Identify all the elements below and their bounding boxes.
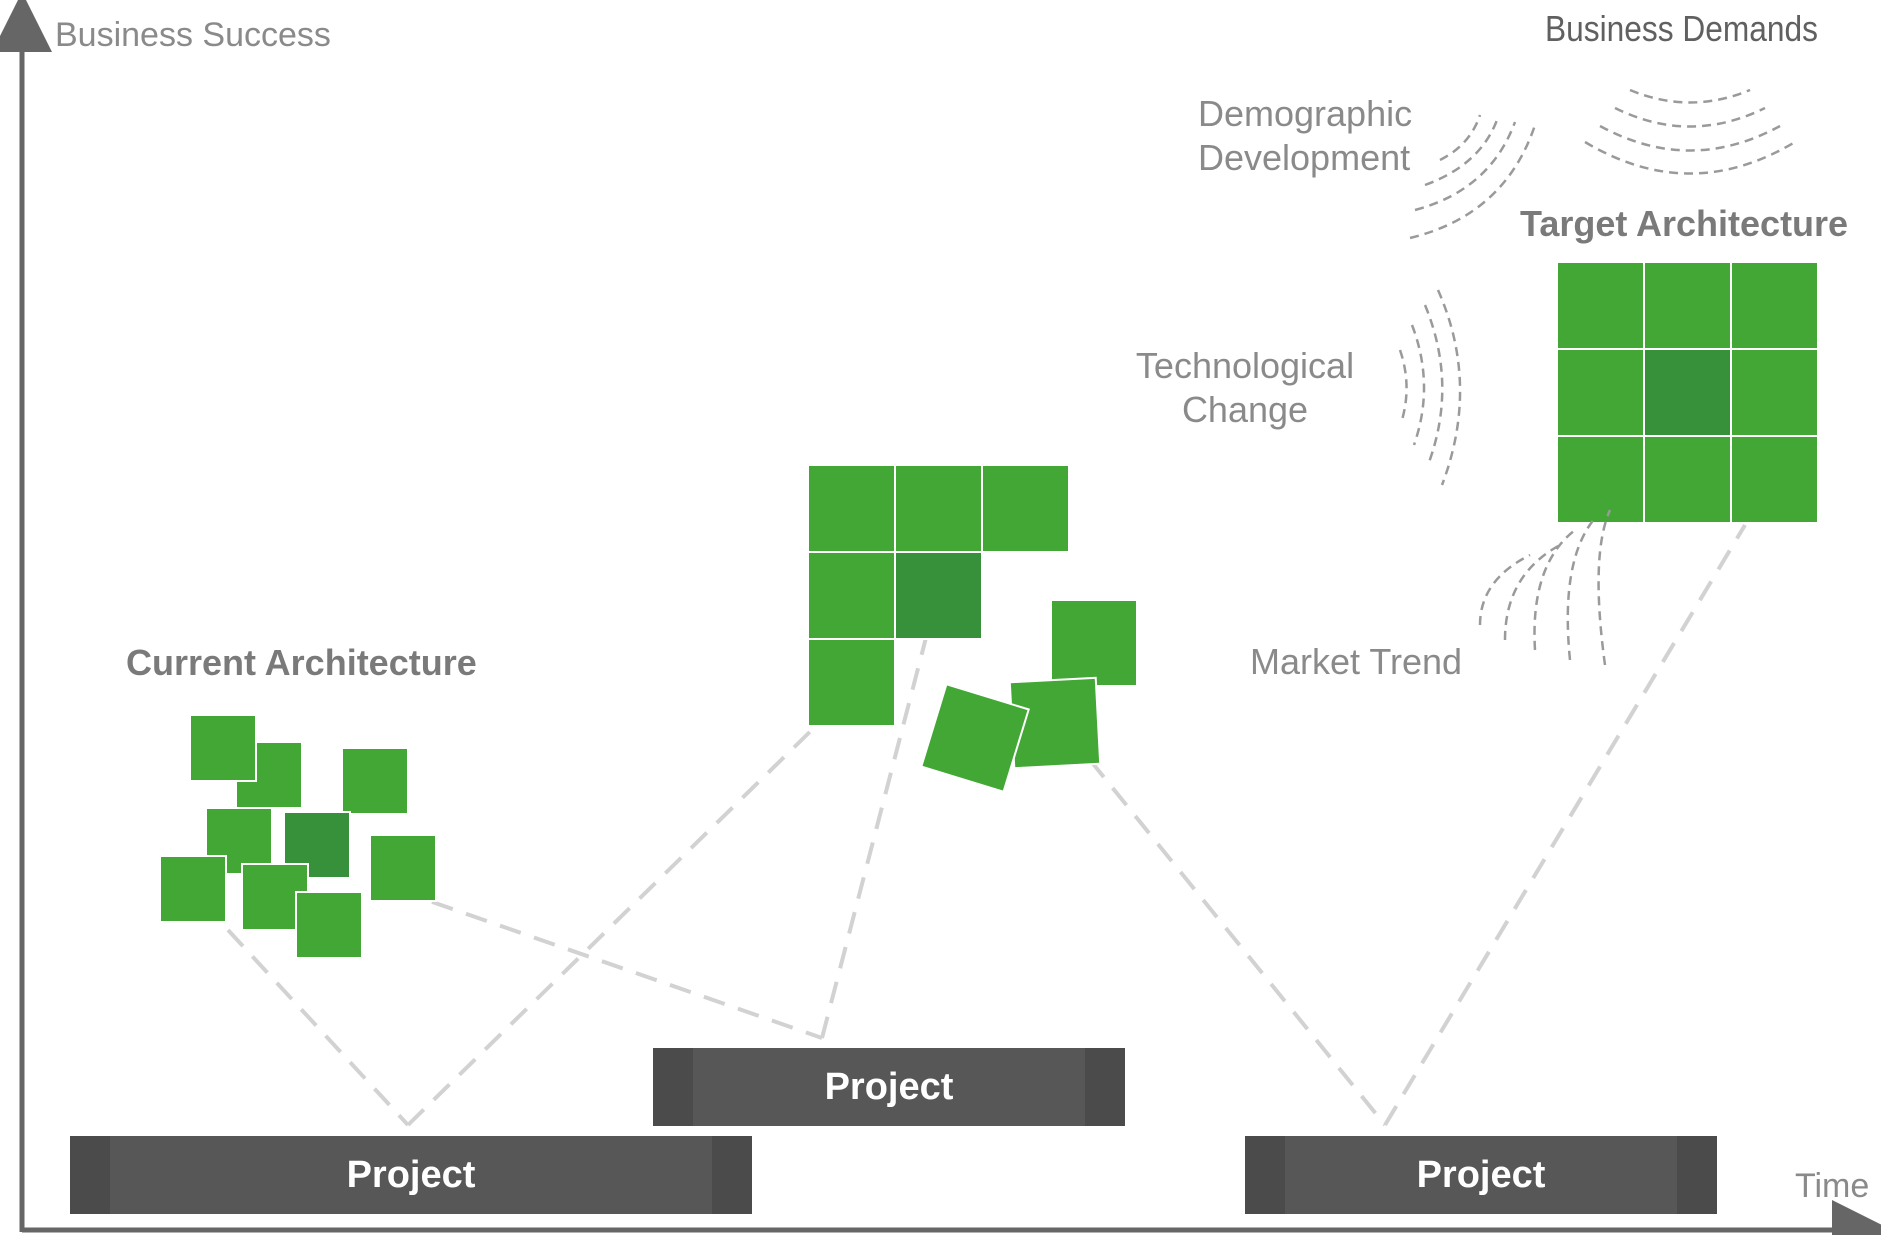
connector-current-to-project1 <box>226 928 410 1127</box>
wave-business-demands <box>1599 124 1781 152</box>
technological-line-2: Change <box>1181 389 1309 430</box>
puzzle-piece-center <box>1643 348 1732 437</box>
project-bar-edge <box>712 1136 752 1214</box>
puzzle-piece <box>1643 261 1732 350</box>
project-bar-edge <box>1085 1048 1125 1126</box>
puzzle-piece <box>807 464 896 553</box>
target-architecture-label: Target Architecture <box>1520 203 1849 244</box>
intermediate-architecture-pieces <box>807 464 1138 793</box>
puzzle-piece <box>1643 435 1732 524</box>
puzzle-piece <box>981 464 1070 553</box>
business-demands-label: Business Demands <box>1545 8 1818 49</box>
project-bar-edge <box>1245 1136 1285 1214</box>
puzzle-piece <box>1556 348 1645 437</box>
puzzle-piece <box>159 855 227 923</box>
influence-waves <box>1398 88 1796 666</box>
wave-demographic <box>1414 121 1517 212</box>
project-bar-2: Project <box>653 1048 1125 1126</box>
project-bar-edge <box>653 1048 693 1126</box>
puzzle-piece <box>189 714 257 782</box>
technological-line-1: Technological <box>1135 345 1355 386</box>
wave-business-demands <box>1614 106 1766 128</box>
connector-intermediate-to-project3 <box>1088 758 1387 1127</box>
wave-technological <box>1436 289 1462 486</box>
puzzle-piece <box>341 747 409 815</box>
current-architecture-label: Current Architecture <box>126 642 477 683</box>
project-bar-3: Project <box>1245 1136 1717 1214</box>
puzzle-piece-center <box>894 551 983 640</box>
wave-market-trend <box>1566 517 1596 661</box>
project-label: Project <box>824 1065 954 1108</box>
wave-market-trend <box>1478 553 1531 626</box>
wave-demographic <box>1424 119 1499 187</box>
wave-demographic <box>1439 114 1482 162</box>
wave-business-demands <box>1584 140 1796 175</box>
current-architecture-pieces <box>159 714 437 959</box>
y-axis-label: Business Success <box>55 16 331 54</box>
puzzle-piece <box>1730 261 1819 350</box>
puzzle-piece <box>295 891 363 959</box>
puzzle-piece <box>807 638 896 727</box>
connector-current-to-project2 <box>397 888 823 1040</box>
market-trend-label: Market Trend <box>1250 641 1463 682</box>
puzzle-piece <box>1556 435 1645 524</box>
wave-market-trend <box>1597 509 1612 666</box>
wave-technological <box>1398 349 1408 421</box>
wave-business-demands <box>1629 88 1751 104</box>
target-architecture-pieces <box>1556 261 1819 524</box>
puzzle-piece <box>1730 348 1819 437</box>
puzzle-piece <box>1050 599 1138 687</box>
demographic-development-label: Demographic Development <box>1198 92 1412 180</box>
puzzle-piece <box>1556 261 1645 350</box>
technological-change-label: Technological Change <box>1120 344 1370 432</box>
wave-technological <box>1410 324 1426 446</box>
wave-market-trend <box>1533 529 1576 651</box>
wave-technological <box>1423 304 1444 466</box>
project-bar-edge <box>70 1136 110 1214</box>
puzzle-piece <box>920 683 1030 793</box>
puzzle-piece <box>894 464 983 553</box>
demographic-line-1: Demographic <box>1198 93 1413 134</box>
puzzle-piece <box>369 834 437 902</box>
dashed-connectors <box>226 523 1747 1127</box>
project-bar-1: Project <box>70 1136 752 1214</box>
connector-project3-to-target <box>1383 523 1747 1127</box>
wave-demographic <box>1409 124 1537 240</box>
project-label: Project <box>346 1153 476 1196</box>
project-bar-edge <box>1677 1136 1717 1214</box>
puzzle-piece <box>807 551 896 640</box>
puzzle-piece <box>1730 435 1819 524</box>
connector-project1-to-intermediate <box>406 718 824 1127</box>
demographic-line-2: Development <box>1198 137 1411 178</box>
x-axis-label: Time <box>1795 1167 1870 1205</box>
project-label: Project <box>1416 1153 1546 1196</box>
